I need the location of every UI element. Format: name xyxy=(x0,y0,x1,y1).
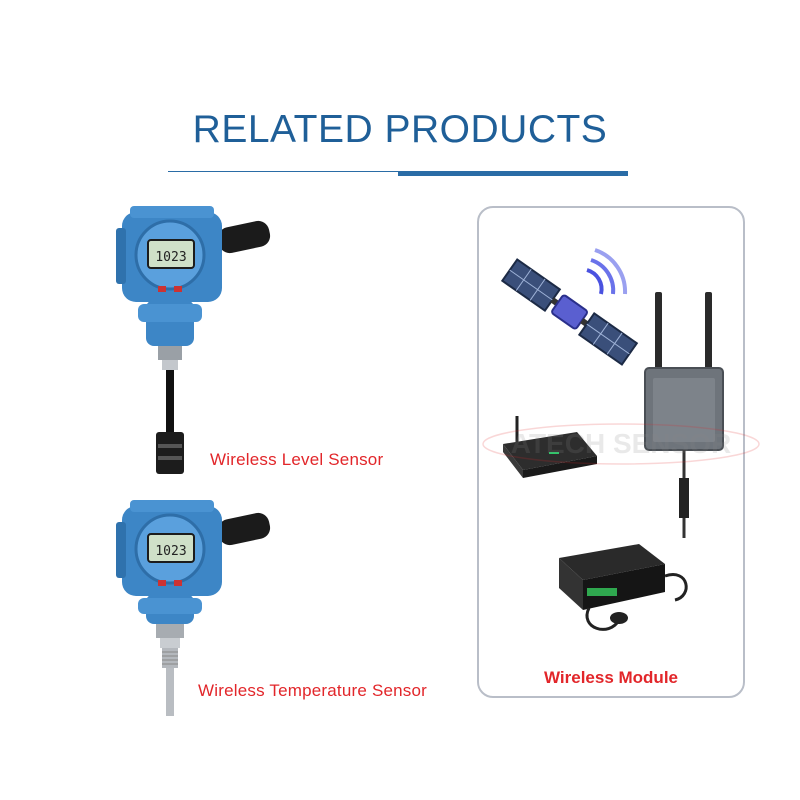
product-caption: Wireless Temperature Sensor xyxy=(198,681,428,700)
gateway-icon xyxy=(644,292,724,538)
data-logger-icon xyxy=(559,544,688,631)
product-level-sensor[interactable]: 1023 Wireless Level Sensor xyxy=(100,200,460,490)
wireless-module-card[interactable]: Wireless Module xyxy=(477,206,745,698)
display-reading: 1023 xyxy=(155,544,186,559)
router-icon xyxy=(503,416,597,478)
product-temperature-sensor[interactable]: 1023 Wireless Temperature Sensor xyxy=(100,498,480,720)
module-caption: Wireless Module xyxy=(544,668,678,687)
title-underline xyxy=(168,171,628,176)
product-caption: Wireless Level Sensor xyxy=(210,450,384,469)
watermark-logo: ATECH SENSOR xyxy=(482,423,760,465)
page-title: RELATED PRODUCTS xyxy=(192,108,608,151)
level-sensor-icon: 1023 xyxy=(116,206,271,474)
display-reading: 1023 xyxy=(155,250,186,265)
satellite-icon xyxy=(500,248,639,366)
temperature-sensor-icon: 1023 xyxy=(116,500,271,716)
svg-text:ATECH SENSOR: ATECH SENSOR xyxy=(511,428,731,459)
